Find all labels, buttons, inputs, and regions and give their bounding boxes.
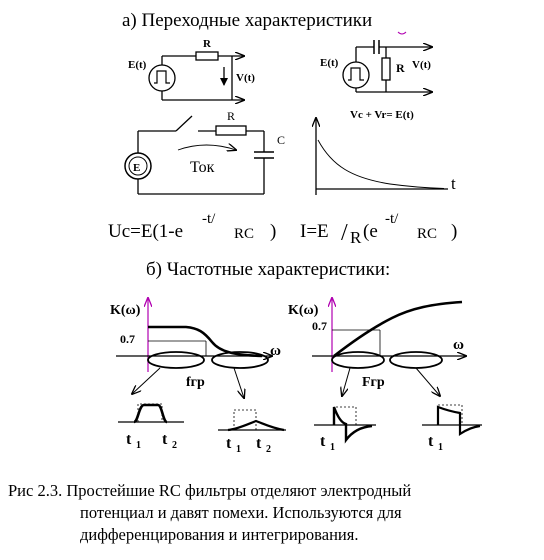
pulse-3-t1: t — [320, 433, 326, 450]
pulse-response-3: t 1 — [314, 406, 376, 453]
decay-axis-label: t — [451, 174, 456, 193]
pulse-3-output — [332, 406, 373, 444]
formula-uc-close: ) — [270, 221, 276, 242]
formula-i-main: I=E — [300, 221, 329, 242]
c1-source-label: E(t) — [128, 59, 147, 71]
lowpass-ylabel: K(ω) — [110, 303, 141, 318]
caption-line-2: потенциал и давят помехи. Используются д… — [80, 503, 402, 522]
formula-i-slash: / — [341, 220, 348, 246]
c1-pulse-source — [148, 64, 176, 92]
formula-uc-sub: RC — [234, 226, 254, 242]
section-a-title: а) Переходные характеристики — [122, 10, 372, 31]
pulse-2-t1-sub: 1 — [236, 444, 241, 455]
pulse-3-t1-sub: 1 — [330, 442, 335, 453]
c1-output-label: V(t) — [236, 72, 255, 84]
lowpass-graph: K(ω) 0.7 ω fгр — [110, 298, 281, 398]
c2-resistor — [381, 57, 391, 81]
pulse-2-t2: t — [256, 435, 262, 452]
c3-current-arrow — [177, 145, 236, 150]
formula-uc-sup: -t/ — [202, 211, 216, 227]
highpass-graph: K(ω) 0.7 ω Fгр — [288, 298, 466, 396]
lowpass-band-high — [211, 351, 269, 369]
highpass-band-low — [331, 351, 385, 369]
formula-i-sub: RC — [417, 226, 437, 242]
highpass-ylabel: K(ω) — [288, 303, 319, 318]
highpass-band-high — [389, 351, 443, 369]
lowpass-level-label: 0.7 — [120, 332, 135, 346]
c2-resistor-label: R — [396, 61, 405, 75]
lowpass-band-low — [147, 351, 205, 369]
c3-source-label: E — [133, 162, 140, 174]
highpass-cutoff-label: Fгр — [362, 375, 385, 390]
formula-i: I=E / R (e -t/ RC ) — [300, 211, 457, 247]
c3-resistor — [215, 125, 247, 136]
highpass-arrow-2 — [415, 367, 440, 396]
formula-i-sup: -t/ — [385, 211, 399, 227]
c2-tilde-mark — [397, 31, 407, 35]
pulse-4-t1-sub: 1 — [438, 442, 443, 453]
pulse-2-t1: t — [226, 435, 232, 452]
highpass-curve — [333, 300, 463, 358]
pulse-response-1: t 1 t 2 — [118, 403, 184, 451]
caption-line-1: Рис 2.3. Простейшие RC фильтры отделяют … — [8, 481, 411, 500]
decay-curve — [317, 139, 445, 189]
formula-i-r: R — [350, 228, 362, 247]
c2-equation: Vc + Vr= E(t) — [350, 109, 414, 121]
figure-caption: Рис 2.3. Простейшие RC фильтры отделяют … — [8, 481, 411, 544]
circuit-3: E R C Ток — [124, 109, 285, 195]
circuit-1: E(t) R V(t) — [128, 38, 255, 100]
pulse-4-t1: t — [428, 433, 434, 450]
decay-graph: t — [316, 118, 456, 195]
lowpass-arrow-2 — [233, 367, 244, 398]
pulse-1-t1: t — [126, 431, 132, 448]
pulse-1-t2: t — [162, 431, 168, 448]
c3-switch — [175, 115, 193, 132]
c2-pulse-icon — [348, 67, 364, 81]
formula-uc-main: Uc=E(1-e — [108, 221, 183, 242]
circuit-2: E(t) R V(t) Vc + Vr= E(t) — [320, 31, 432, 121]
lowpass-xlabel: ω — [270, 343, 281, 359]
c3-current-label: Ток — [190, 159, 215, 176]
c2-source-label: E(t) — [320, 57, 339, 69]
caption-line-3: дифференцирования и интегрирования. — [80, 525, 358, 544]
c1-resistor-label: R — [203, 38, 212, 50]
section-b-title: б) Частотные характеристики: — [146, 259, 390, 280]
lowpass-arrow-1 — [132, 367, 161, 394]
lowpass-cutoff-label: fгр — [186, 375, 205, 390]
formula-i-close: ) — [451, 221, 457, 242]
c1-resistor — [195, 51, 219, 61]
c2-output-label: V(t) — [412, 59, 431, 71]
c1-pulse-icon — [154, 70, 170, 84]
highpass-arrow-1 — [342, 367, 351, 396]
c2-pulse-source — [342, 61, 370, 89]
formula-uc: Uc=E(1-e -t/ RC ) — [108, 211, 276, 242]
pulse-response-2: t 1 t 2 — [218, 409, 286, 455]
pulse-2-output — [227, 419, 285, 432]
pulse-1-t2-sub: 2 — [172, 440, 177, 451]
c3-capacitor-label: C — [277, 133, 285, 147]
highpass-level-label: 0.7 — [312, 319, 327, 333]
c3-source-inner — [128, 156, 148, 176]
pulse-1-output — [133, 403, 168, 424]
pulse-response-4: t 1 — [422, 404, 482, 453]
pulse-2-t2-sub: 2 — [266, 444, 271, 455]
lowpass-curve — [148, 325, 263, 358]
pulse-4-output — [436, 405, 481, 437]
c3-resistor-label: R — [227, 109, 235, 123]
formula-i-open: (e — [363, 221, 378, 242]
pulse-1-t1-sub: 1 — [136, 440, 141, 451]
highpass-xlabel: ω — [453, 337, 464, 353]
